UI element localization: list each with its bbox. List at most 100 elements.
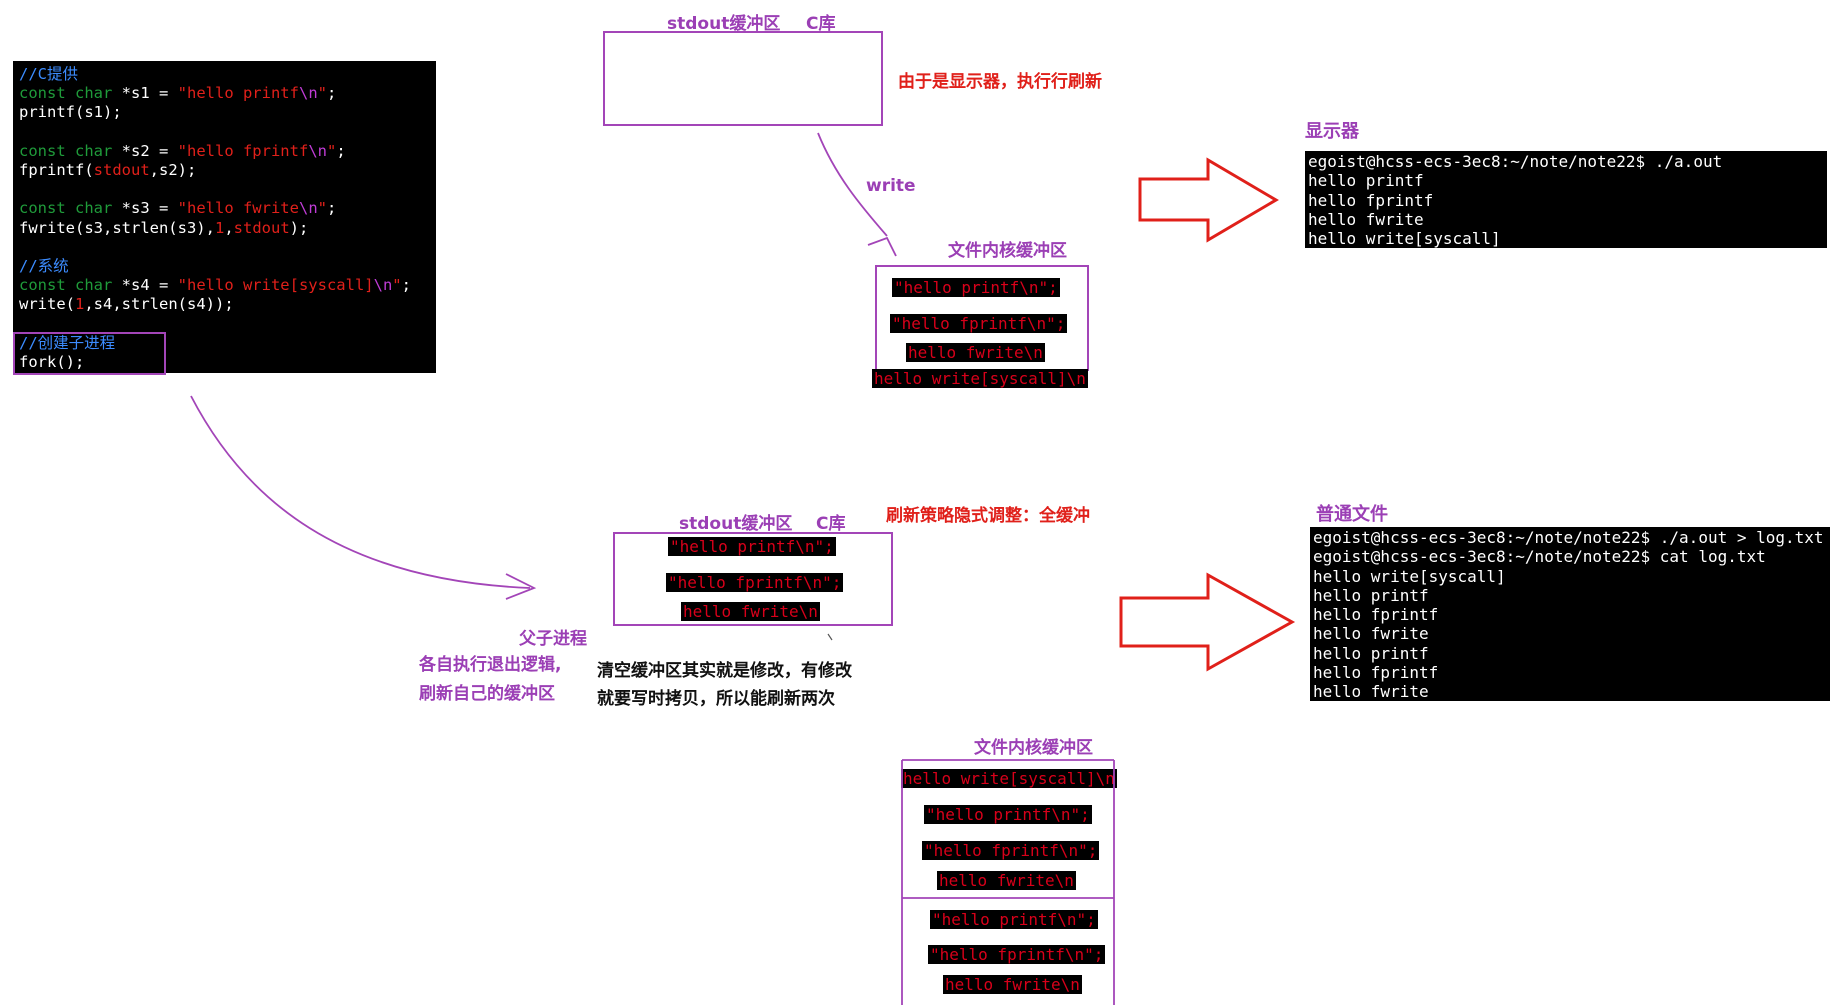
code-token: " [392, 276, 402, 295]
code-token: *s4 = [112, 276, 178, 295]
bottom-stdout-label: stdout缓冲区 [679, 514, 793, 534]
terminal-line: hello fprintf [1308, 190, 1434, 210]
code-line: write(1,s4,strlen(s4)); [19, 295, 430, 314]
bottom-kernel-item-2: "hello printf\n"; [924, 805, 1092, 824]
code-token: ); [289, 218, 309, 237]
bottom-kernel-item-4: hello fwrite\n [937, 871, 1076, 890]
terminal-line: egoist@hcss-ecs-3ec8:~/note/note22$ cat … [1313, 547, 1766, 567]
bottom-clib-label: C库 [816, 514, 846, 534]
bottom-kernel-item-3: "hello fprintf\n"; [922, 841, 1100, 860]
terminal-line: hello fwrite [1313, 682, 1429, 702]
code-token: const char [19, 141, 113, 160]
code-token: const char [19, 199, 113, 218]
code-token: \n [373, 276, 393, 295]
terminal-line: hello fwrite [1313, 624, 1429, 644]
code-token: fprintf( [19, 161, 94, 180]
code-line: const char *s2 = "hello fprintf\n"; [19, 142, 430, 161]
top-stdout-label: stdout缓冲区 [667, 14, 781, 34]
exit-note-line-2: 刷新自己的缓冲区 [419, 684, 555, 704]
code-token: //创建子进程 [19, 333, 116, 352]
code-token: const char [19, 84, 113, 103]
code-token: stdout [233, 218, 290, 237]
bottom-kernel-item-5: "hello printf\n"; [930, 910, 1098, 929]
top-clib-label: C库 [806, 14, 836, 34]
top-kernel-item-1: "hello printf\n"; [892, 278, 1060, 297]
exit-note-line-1: 各自执行退出逻辑, [419, 655, 562, 675]
terminal-line: hello write[syscall] [1308, 229, 1501, 249]
code-line: const char *s3 = "hello fwrite\n"; [19, 199, 430, 218]
code-token: " [317, 199, 327, 218]
bottom-stdout-item-2: "hello fprintf\n"; [666, 573, 844, 592]
display-label: 显示器 [1305, 121, 1359, 142]
code-line: fwrite(s3,strlen(s3),1,stdout); [19, 219, 430, 238]
code-line: //系统 [19, 257, 430, 276]
terminal-line: egoist@hcss-ecs-3ec8:~/note/note22$ ./a.… [1308, 152, 1723, 171]
bottom-stdout-item-1: "hello printf\n"; [668, 537, 836, 556]
code-token: "hello fwrite [177, 199, 299, 218]
code-token: *s1 = [112, 84, 178, 103]
top-kernel-item-3: hello fwrite\n [906, 343, 1045, 362]
code-token: " [326, 141, 337, 160]
display-arrow [1138, 157, 1279, 243]
fork-arrowhead [505, 573, 537, 600]
code-line: printf(s1); [19, 103, 430, 122]
bottom-kernel-frame [901, 759, 1115, 1005]
code-line: const char *s1 = "hello printf\n"; [19, 84, 430, 103]
write-arrowhead [867, 236, 897, 257]
top-stdout-buffer [603, 31, 883, 126]
terminal-line: hello fprintf [1313, 605, 1439, 625]
code-token: //系统 [19, 257, 69, 276]
write-curve [817, 132, 888, 237]
code-token: ,s2); [149, 161, 197, 180]
file-terminal: egoist@hcss-ecs-3ec8:~/note/note22$ ./a.… [1310, 527, 1830, 701]
code-line: //创建子进程 [19, 334, 430, 353]
code-token: , [224, 218, 234, 237]
code-token: ; [336, 141, 346, 160]
bottom-kernel-item-1: hello write[syscall]\n [901, 769, 1117, 788]
bottom-stdout-buffer [613, 532, 893, 626]
code-token: stdout [93, 161, 150, 180]
code-token: ; [401, 276, 411, 295]
terminal-line: hello fwrite [1308, 209, 1424, 229]
code-line: const char *s4 = "hello write[syscall]\n… [19, 276, 430, 295]
fork-highlight-box [13, 332, 166, 375]
bottom-kernel-label: 文件内核缓冲区 [974, 738, 1093, 758]
code-token: write( [19, 295, 75, 314]
code-token: " [317, 84, 327, 103]
code-line: fprintf(stdout,s2); [19, 161, 430, 180]
code-token: 1 [214, 218, 225, 237]
code-token: *s2 = [112, 141, 178, 160]
code-token: const char [19, 276, 113, 295]
terminal-line: hello printf [1313, 643, 1429, 663]
bottom-kernel-item-6: "hello fprintf\n"; [928, 945, 1106, 964]
code-token: ,s4,strlen(s4)); [84, 295, 234, 314]
cow-note-line-1: 清空缓冲区其实就是修改，有修改 [597, 661, 852, 681]
code-token: "hello fprintf [177, 141, 309, 160]
code-token: fork(); [19, 353, 85, 372]
write-label: write [866, 176, 916, 196]
code-token: *s3 = [112, 199, 178, 218]
code-token: ; [327, 199, 337, 218]
terminal-line: hello write[syscall] [1313, 566, 1506, 586]
code-line: fork(); [19, 353, 430, 372]
file-label: 普通文件 [1316, 504, 1388, 525]
code-token: printf(s1); [19, 103, 122, 122]
code-token: 1 [75, 295, 85, 314]
bottom-flush-note: 刷新策略隐式调整：全缓冲 [886, 506, 1090, 526]
code-token: \n [308, 141, 327, 160]
terminal-line: hello printf [1313, 585, 1429, 605]
code-token: \n [298, 199, 318, 218]
bottom-kernel-item-7: hello fwrite\n [943, 975, 1082, 994]
terminal-line: hello fprintf [1313, 663, 1439, 683]
display-terminal: egoist@hcss-ecs-3ec8:~/note/note22$ ./a.… [1305, 151, 1827, 248]
code-token: //C提供 [19, 65, 78, 83]
code-line: //C提供 [19, 65, 430, 84]
terminal-line: egoist@hcss-ecs-3ec8:~/note/note22$ ./a.… [1313, 528, 1824, 547]
code-token: "hello printf [177, 84, 299, 103]
code-token: \n [298, 84, 318, 103]
cow-note-line-2: 就要写时拷贝，所以能刷新两次 [597, 689, 835, 709]
top-kernel-label: 文件内核缓冲区 [948, 241, 1067, 261]
top-display-frame-tick [827, 633, 833, 641]
